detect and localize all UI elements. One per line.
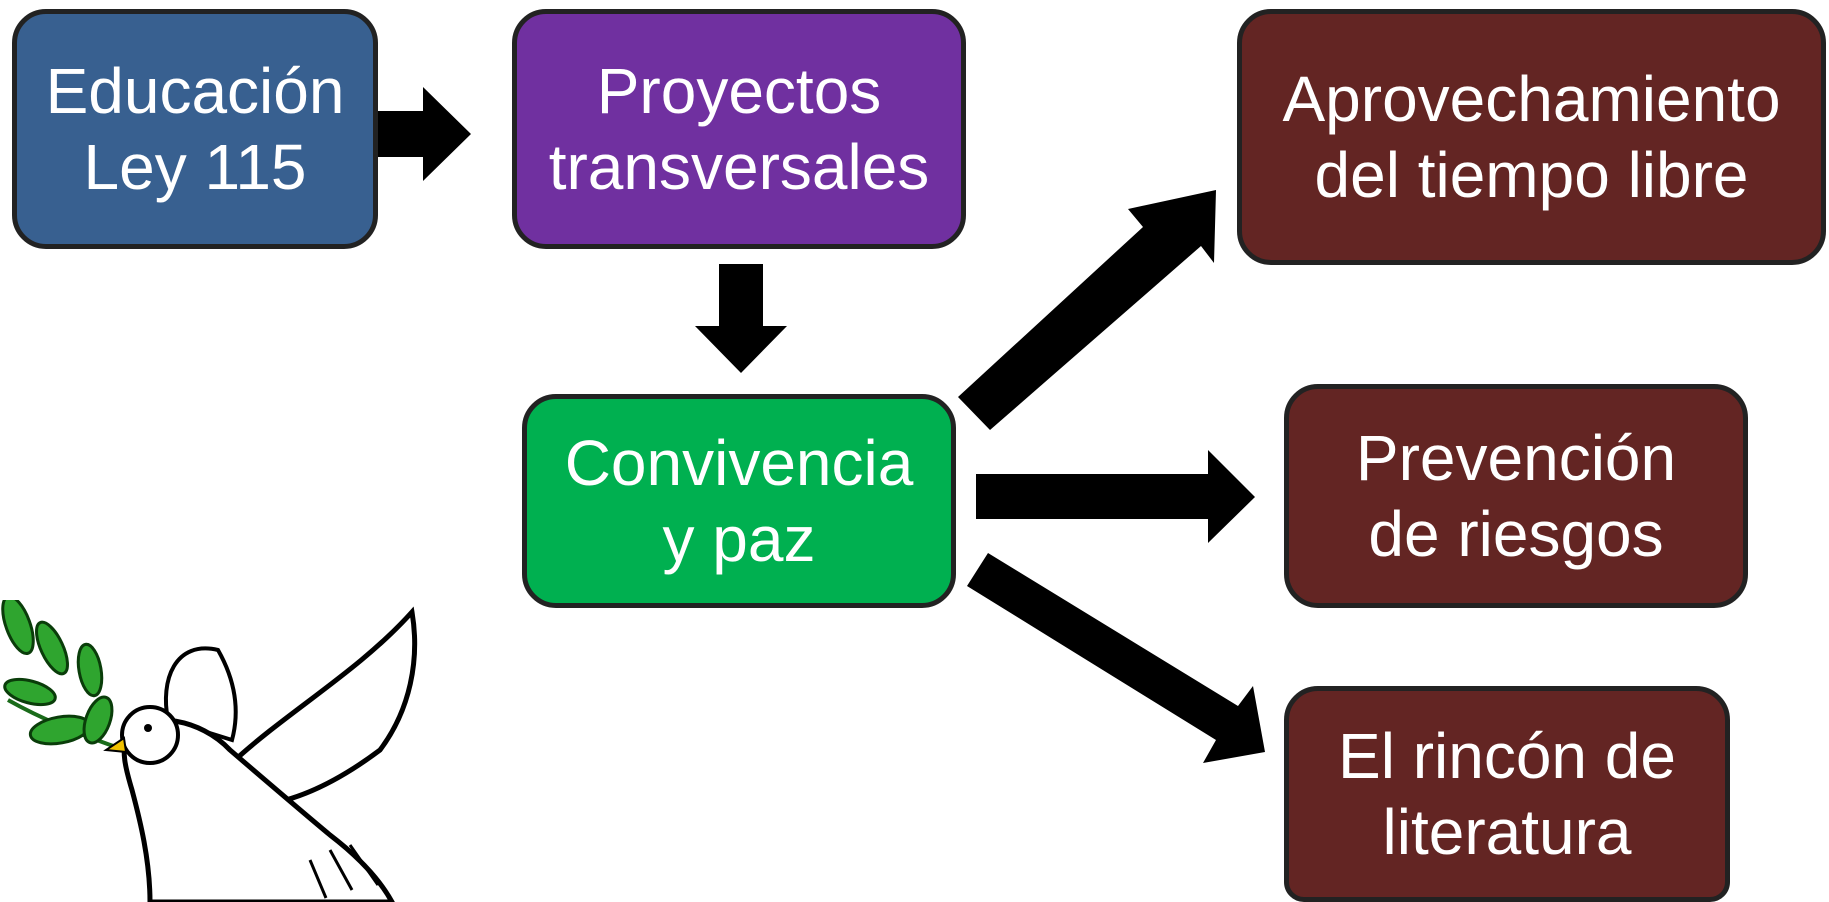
node-aprovechamiento-tiempo-libre: Aprovechamiento del tiempo libre <box>1237 9 1826 265</box>
dove-with-olive-branch-icon <box>1 600 418 902</box>
node-educacion-label: Educación Ley 115 <box>45 55 345 203</box>
node-rincon-label: El rincón de literatura <box>1338 720 1676 868</box>
arrow-convivencia-to-aprovechamiento <box>958 190 1216 430</box>
node-proyectos-transversales: Proyectos transversales <box>512 9 966 249</box>
arrow-educacion-to-proyectos <box>373 87 471 181</box>
node-rincon-de-literatura: El rincón de literatura <box>1284 686 1730 902</box>
node-convivencia-y-paz: Convivencia y paz <box>522 394 956 608</box>
arrow-convivencia-to-prevencion <box>976 450 1255 543</box>
node-aprovechamiento-label: Aprovechamiento del tiempo libre <box>1282 63 1781 211</box>
node-prevencion-de-riesgos: Prevención de riesgos <box>1284 384 1748 608</box>
node-convivencia-label: Convivencia y paz <box>564 427 914 575</box>
node-prevencion-label: Prevención de riesgos <box>1355 422 1677 570</box>
arrow-convivencia-to-rincon <box>967 553 1265 763</box>
arrow-proyectos-to-convivencia <box>695 264 787 373</box>
node-educacion-ley-115: Educación Ley 115 <box>12 9 378 249</box>
node-proyectos-label: Proyectos transversales <box>548 55 930 203</box>
